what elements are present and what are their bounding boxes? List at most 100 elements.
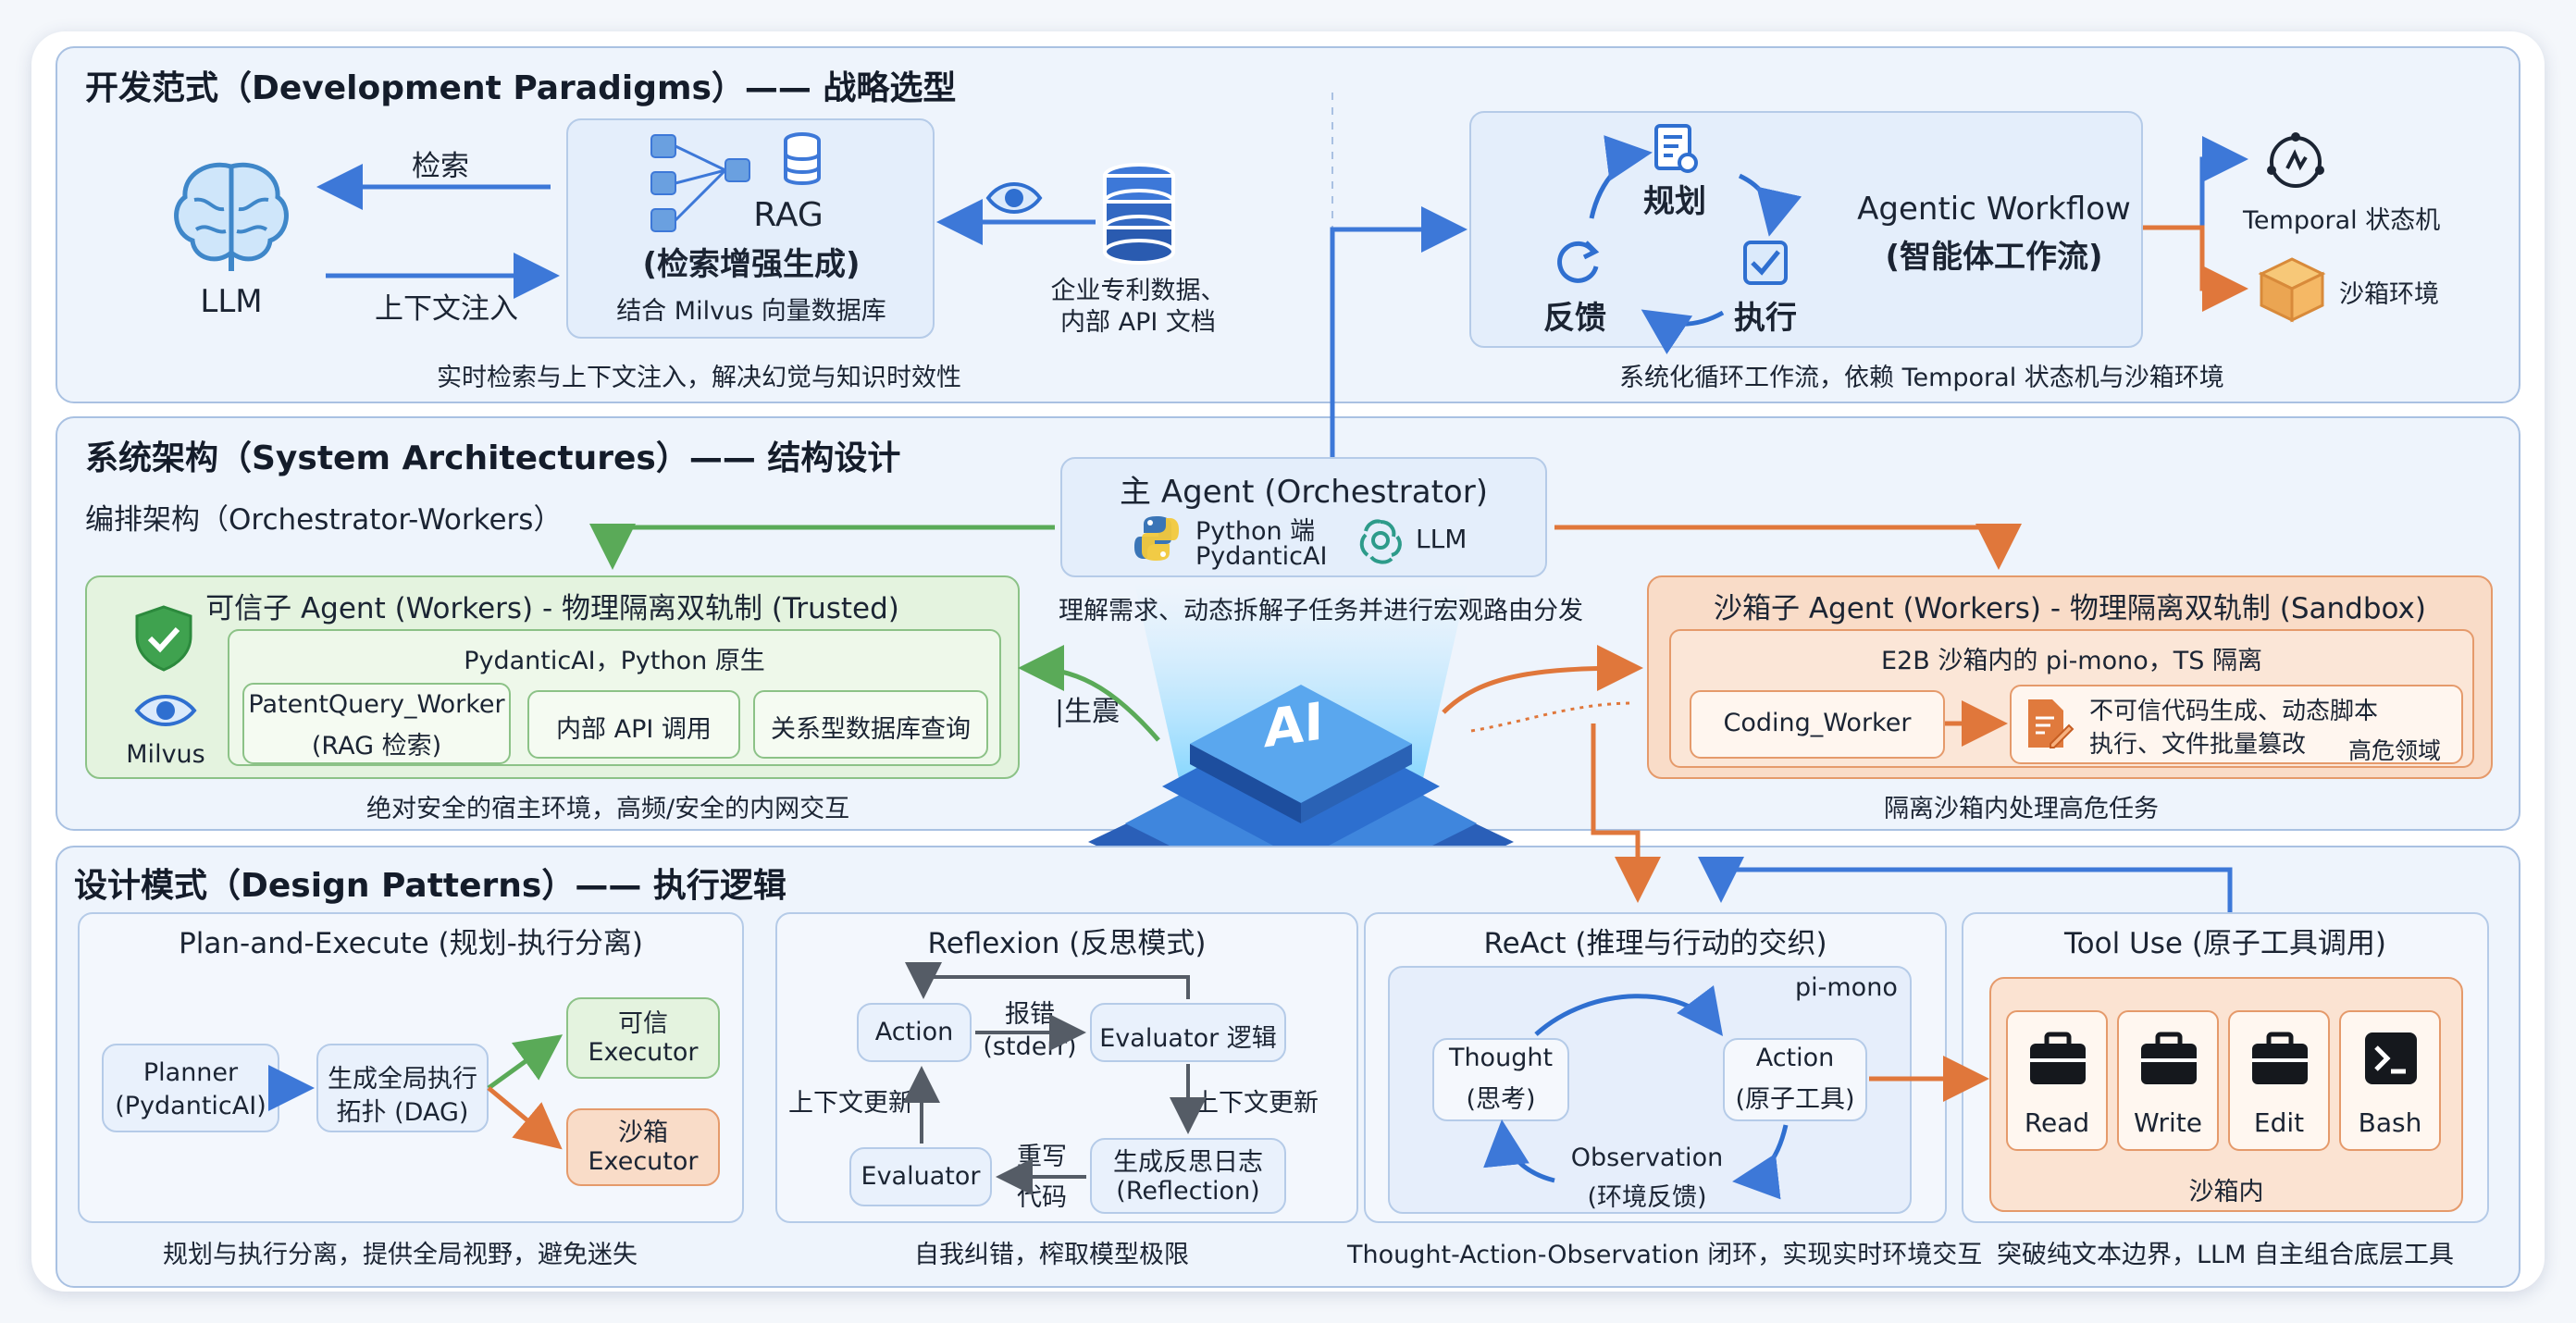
evaluator-logic-label: Evaluator 逻辑 [1099, 1024, 1277, 1053]
terminal-icon [2365, 1032, 2417, 1084]
workflow-subtitle: (智能体工作流) [1885, 239, 2103, 276]
patterns-title: 设计模式（Design Patterns）—— 执行逻辑 [74, 867, 786, 905]
retrieve-arrow-label: |生震 [1055, 696, 1121, 728]
trusted-runtime-label: PydanticAI，Python 原生 [464, 647, 765, 675]
dag-line2: 拓扑 (DAG) [336, 1098, 469, 1127]
sandbox-runtime-label: E2B 沙箱内的 pi-mono，TS 隔离 [1881, 647, 2262, 675]
reflection-log-line2: (Reflection) [1116, 1177, 1260, 1206]
graph-nodes-icon [650, 134, 750, 232]
planner-sublabel: (PydanticAI) [115, 1092, 266, 1120]
dag-box [316, 1044, 489, 1132]
internal-api-box [527, 690, 740, 759]
tool-edit-label: Edit [2253, 1107, 2305, 1138]
react-title: ReAct (推理与行动的交织) [1483, 927, 1827, 960]
react-action-label: Action [1755, 1044, 1835, 1072]
patent-worker-label: PatentQuery_Worker [248, 690, 505, 719]
stderr-label: (stderr) [983, 1032, 1077, 1061]
rag-db-label: 结合 Milvus 向量数据库 [616, 297, 886, 326]
milvus-eye-icon [134, 695, 197, 726]
eye-icon [985, 182, 1043, 214]
evaluator-logic-box [1090, 1003, 1286, 1062]
context-update-left: 上下文更新 [788, 1089, 913, 1118]
observation-sublabel: (环境反馈) [1587, 1183, 1707, 1212]
internal-api-label: 内部 API 调用 [556, 715, 712, 744]
architecture-subtitle: 编排架构（Orchestrator-Workers） [85, 503, 563, 537]
ai-chip-label: AI [1264, 691, 1324, 760]
orchestrator-llm: LLM [1416, 524, 1468, 554]
untrusted-line1: 不可信代码生成、动态脚本 [2089, 698, 2379, 725]
retrieve-label: 检索 [412, 150, 469, 183]
coding-worker-label: Coding_Worker [1723, 709, 1912, 737]
refresh-icon [1557, 241, 1600, 283]
rag-title: RAG [753, 196, 824, 234]
reflection-log-box [1090, 1138, 1286, 1214]
workflow-caption: 系统化循环工作流，依赖 Temporal 状态机与沙箱环境 [1619, 364, 2224, 392]
enterprise-data-line1: 企业专利数据、 [1050, 277, 1226, 305]
sandbox-caption: 隔离沙箱内处理高危任务 [1884, 795, 2159, 823]
file-edit-icon [2028, 699, 2074, 748]
coding-worker-box [1690, 690, 1945, 759]
react-action-sublabel: (原子工具) [1735, 1085, 1855, 1114]
tool-edit[interactable]: Edit [2228, 1010, 2330, 1151]
dag-line1: 生成全局执行 [328, 1065, 477, 1094]
orchestrator-pydantic: PydanticAI [1195, 542, 1328, 571]
observation-label: Observation [1570, 1144, 1724, 1172]
sandbox-cube-icon [2258, 257, 2326, 323]
sandbox-executor-line2: Executor [588, 1147, 699, 1176]
trusted-caption: 绝对安全的宿主环境，高频/安全的内网交互 [366, 795, 850, 823]
context-inject-label: 上下文注入 [375, 292, 518, 326]
tooluse-title: Tool Use (原子工具调用) [2063, 927, 2387, 960]
workflow-title: Agentic Workflow [1857, 191, 2131, 228]
milvus-label: Milvus [126, 740, 205, 769]
tool-bash[interactable]: Bash [2339, 1010, 2441, 1151]
feedback-label: 反馈 [1543, 300, 1606, 337]
database-icon [784, 132, 821, 185]
plan-label: 规划 [1643, 183, 1706, 220]
evaluator-label: Evaluator [861, 1162, 981, 1191]
evaluator-box [849, 1147, 992, 1206]
briefcase-icon [2252, 1032, 2308, 1084]
rag-caption: 实时检索与上下文注入，解决幻觉与知识时效性 [437, 364, 961, 392]
brain-icon [174, 162, 289, 271]
workflow-box [1469, 111, 2143, 348]
thought-label: Thought [1448, 1044, 1554, 1072]
reflexion-caption: 自我纠错，榨取模型极限 [914, 1241, 1189, 1269]
react-caption: Thought-Action-Observation 闭环，实现实时环境交互 [1347, 1241, 1983, 1269]
architecture-title: 系统架构（System Architectures）—— 结构设计 [85, 439, 901, 477]
tooluse-inside-label: 沙箱内 [2188, 1178, 2264, 1206]
execute-label: 执行 [1734, 300, 1797, 337]
reflexion-action-box [857, 1003, 972, 1062]
high-risk-label: 高危领域 [2348, 737, 2442, 764]
plan-execute-caption: 规划与执行分离，提供全局视野，避免迷失 [163, 1241, 638, 1269]
orchestrator-caption: 理解需求、动态拆解子任务并进行宏观路由分发 [1059, 597, 1583, 625]
rewrite-line1: 重写 [1017, 1143, 1067, 1171]
patent-worker-sublabel: (RAG 检索) [311, 732, 442, 760]
rag-box [566, 118, 935, 339]
plan-execute-title: Plan-and-Execute (规划-执行分离) [179, 927, 643, 960]
tooluse-caption: 突破纯文本边界，LLM 自主组合底层工具 [1997, 1241, 2454, 1269]
trusted-executor-line1: 可信 [618, 1009, 668, 1038]
tool-bash-label: Bash [2358, 1107, 2422, 1138]
tool-read-label: Read [2024, 1107, 2090, 1138]
tool-write-label: Write [2134, 1107, 2202, 1138]
tool-read[interactable]: Read [2006, 1010, 2108, 1151]
openai-llm-icon [1359, 519, 1402, 564]
patent-worker-box [242, 683, 511, 764]
shield-check-icon [135, 605, 192, 672]
error-label: 报错 [1005, 1000, 1055, 1029]
enterprise-database-icon [1103, 163, 1175, 265]
sandbox-title: 沙箱子 Agent (Workers) - 物理隔离双轨制 (Sandbox) [1714, 592, 2426, 625]
tool-write[interactable]: Write [2117, 1010, 2219, 1151]
sandbox-executor-line1: 沙箱 [618, 1119, 668, 1147]
llm-label: LLM [200, 283, 263, 320]
untrusted-tasks-box [2010, 685, 2463, 764]
briefcase-icon [2141, 1032, 2197, 1084]
paradigms-title: 开发范式（Development Paradigms）—— 战略选型 [85, 69, 957, 107]
python-icon [1134, 516, 1179, 561]
reflection-log-line1: 生成反思日志 [1113, 1148, 1263, 1177]
orchestrator-title: 主 Agent (Orchestrator) [1120, 474, 1488, 511]
trusted-title: 可信子 Agent (Workers) - 物理隔离双轨制 (Trusted) [205, 592, 899, 625]
planner-label: Planner [142, 1058, 239, 1087]
sandbox-executor-box [566, 1108, 720, 1186]
temporal-label: Temporal 状态机 [2243, 206, 2441, 235]
